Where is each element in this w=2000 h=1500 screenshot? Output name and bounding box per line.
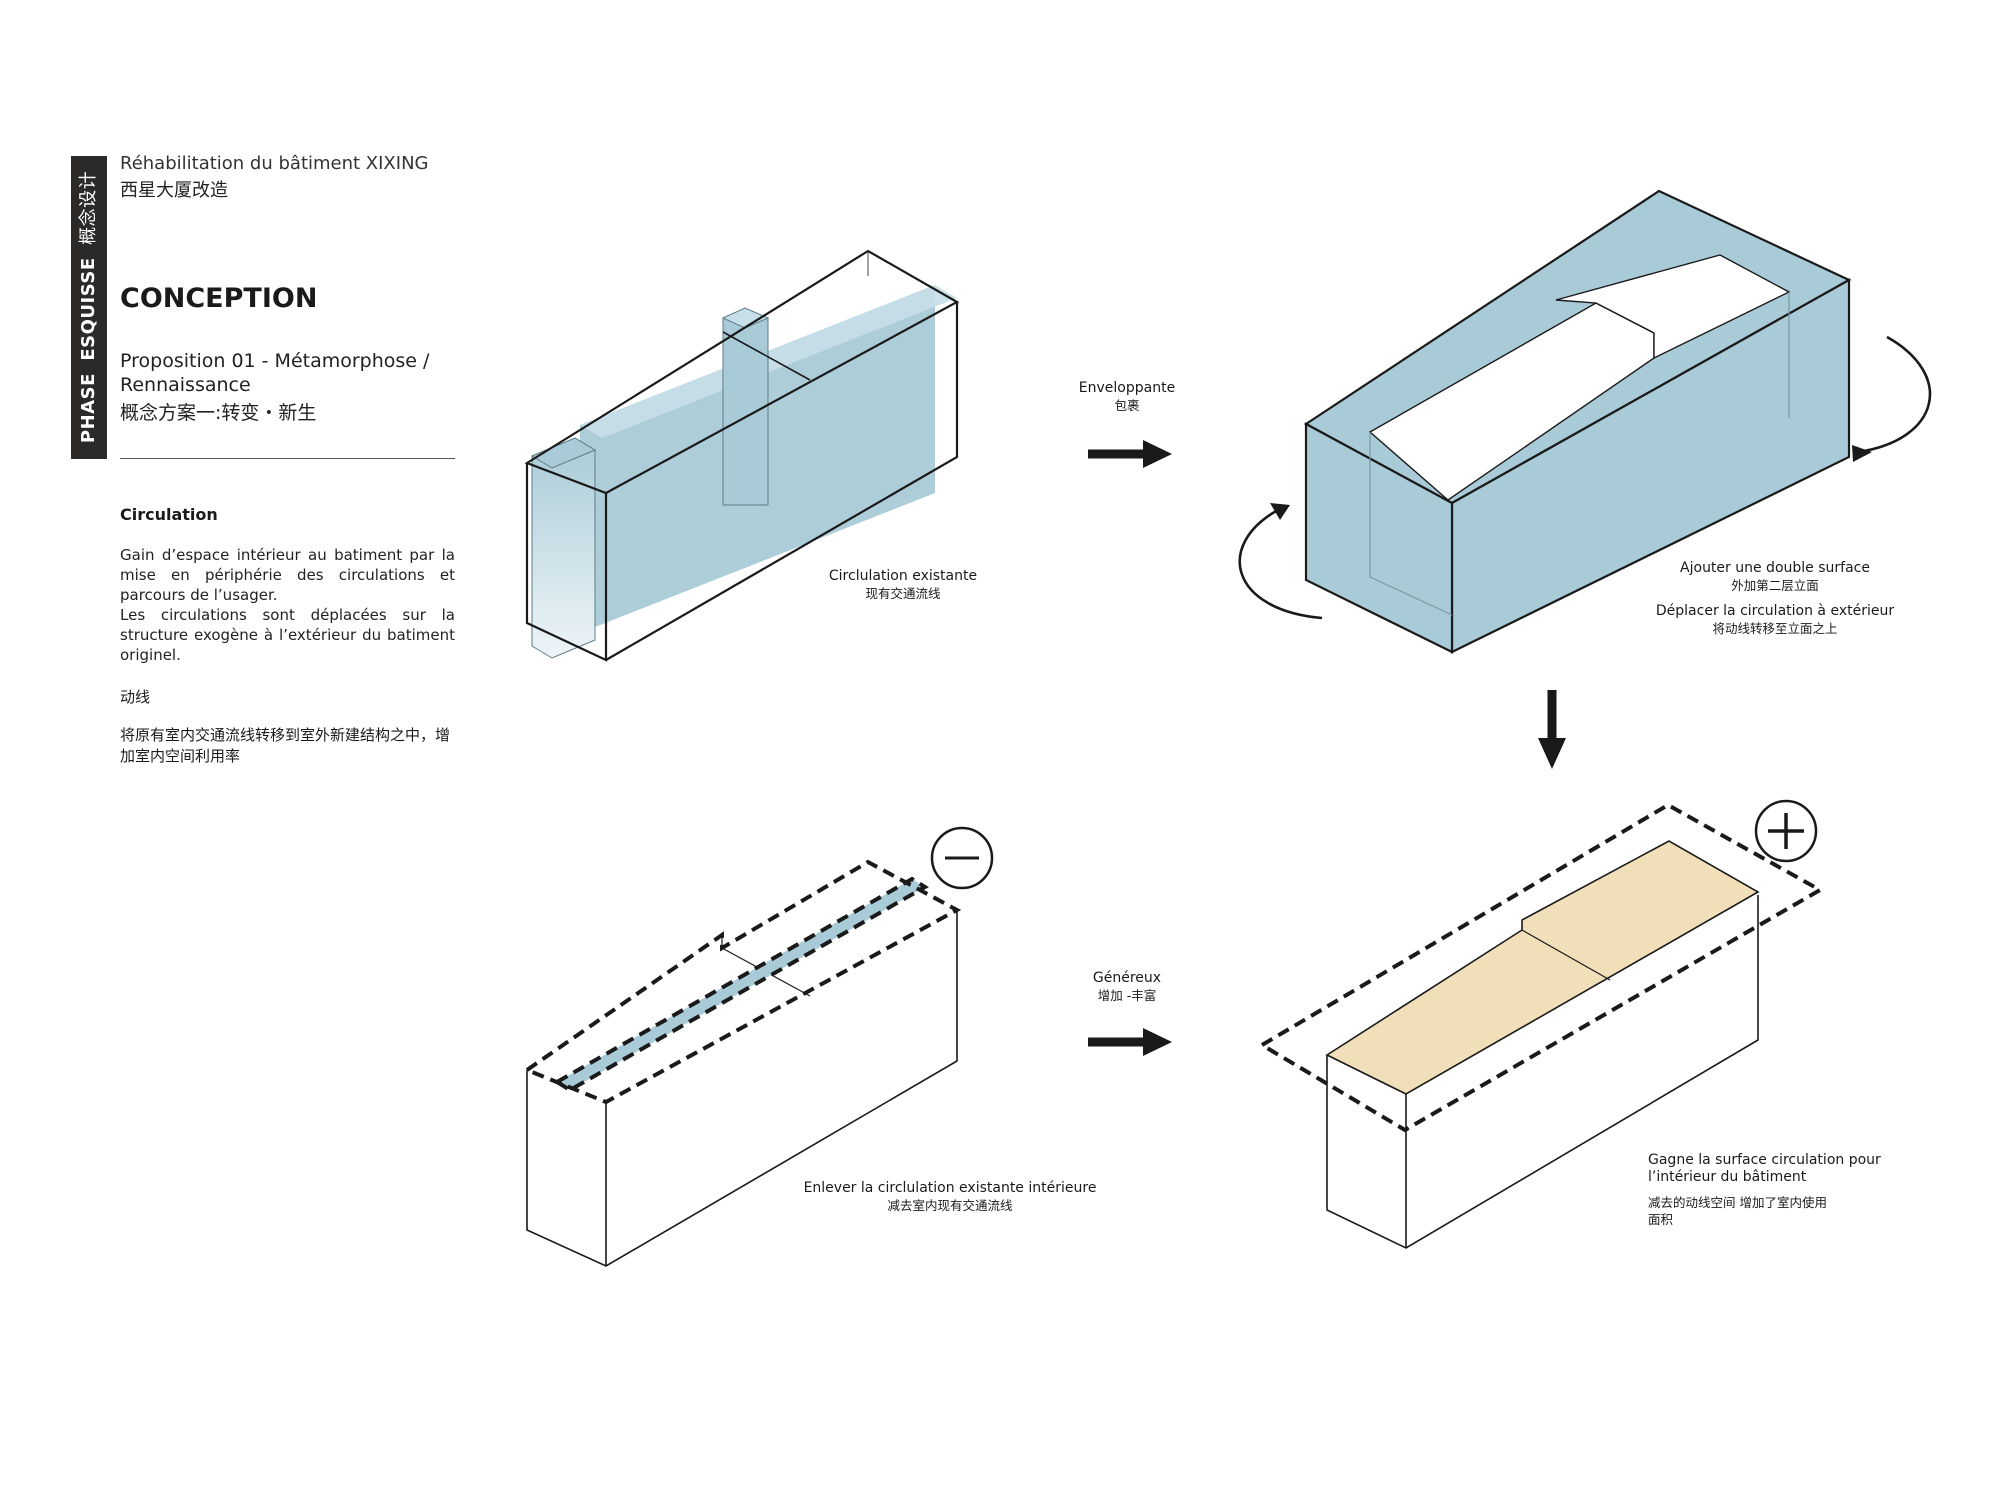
rotate-arrow-left-icon <box>1238 508 1323 620</box>
section-title-cn: 动线 <box>120 688 151 706</box>
diag1-label: Circlulation existante 现有交通流线 <box>818 568 988 602</box>
box-split-line <box>722 331 811 381</box>
envelope-side <box>1304 422 1454 654</box>
box3-dashed-outline <box>522 859 962 1105</box>
diag4-label-cn-2: 面积 <box>1648 1212 1674 1227</box>
diag2-label-fr-2: Déplacer la circulation à extérieur <box>1655 603 1895 619</box>
proposition-cn: 概念方案一:转变・新生 <box>120 402 317 424</box>
section-body-cn: 将原有室内交通流线转移到室外新建结构之中，增加室内空间利用率 <box>120 726 451 765</box>
divider <box>120 458 455 459</box>
diagram-existing-circulation <box>524 249 960 662</box>
box-left-face <box>525 463 608 662</box>
tower-right-top <box>721 307 770 329</box>
diag4-label: Gagne la surface circulation pour l’inté… <box>1648 1152 1908 1228</box>
arrow1-label-cn: 包裹 <box>1114 398 1140 413</box>
arrow-envelope <box>1088 440 1172 468</box>
tower-left <box>531 437 596 659</box>
diag1-label-fr: Circlulation existante <box>828 568 978 584</box>
arrow3-label: Généreux 增加 -丰富 <box>1072 970 1182 1004</box>
proposition-line2: Rennaissance <box>120 374 251 396</box>
project-title-fr: Réhabilitation du bâtiment XIXING <box>120 153 429 174</box>
diag2-label-cn-1: 外加第二层立面 <box>1731 578 1819 593</box>
diag2-label: Ajouter une double surface 外加第二层立面 Dépla… <box>1640 560 1910 637</box>
page-title: CONCEPTION <box>120 283 318 314</box>
tower-left-top <box>530 437 597 469</box>
section-body-fr: Gain d’espace intérieur au batiment par … <box>120 545 455 665</box>
diag2-label-fr-1: Ajouter une double surface <box>1680 560 1870 576</box>
arrow3-label-cn: 增加 -丰富 <box>1097 988 1157 1003</box>
diag4-label-fr-1: Gagne la surface circulation pour <box>1648 1152 1881 1168</box>
diagram-gained-surface <box>1258 799 1825 1249</box>
removed-circulation-strip <box>557 879 925 1090</box>
arrow-generous <box>1088 1028 1172 1056</box>
rotate-arrow-right-icon <box>1857 335 1932 454</box>
diagram-double-envelope <box>1238 189 1932 654</box>
body-paragraph-2: Les circulations sont déplacées sur la s… <box>120 606 455 664</box>
project-title-cn: 西星大厦改造 <box>120 180 228 201</box>
arrow1-label: Enveloppante 包裹 <box>1072 380 1182 414</box>
diag4-label-fr-2: l’intérieur du bâtiment <box>1648 1169 1807 1185</box>
tower-right <box>722 317 769 506</box>
diag4-label-cn-1: 减去的动线空间 增加了室内使用 <box>1648 1195 1827 1210</box>
proposition-line1: Proposition 01 - Métamorphose / <box>120 350 430 372</box>
arrow-down <box>1538 690 1566 769</box>
diag1-label-cn: 现有交通流线 <box>865 586 941 601</box>
diag3-label-fr: Enlever la circlulation existante intéri… <box>803 1180 1097 1196</box>
arrow-head-icon <box>1143 440 1172 468</box>
body-paragraph-1: Gain d’espace intérieur au batiment par … <box>120 546 455 604</box>
box-front-face <box>605 302 959 661</box>
arrow1-label-fr: Enveloppante <box>1078 380 1176 396</box>
phase-tab <box>71 156 107 459</box>
section-title: Circulation <box>120 505 218 524</box>
diagram-removed-circulation <box>522 826 994 1267</box>
diag3-label: Enlever la circlulation existante intéri… <box>780 1180 1120 1214</box>
arrow3-label-fr: Généreux <box>1092 970 1162 986</box>
diag2-label-cn-2: 将动线转移至立面之上 <box>1712 621 1838 636</box>
diag3-label-cn: 减去室内现有交通流线 <box>887 1198 1013 1213</box>
box4-dashed-outline <box>1258 802 1825 1133</box>
